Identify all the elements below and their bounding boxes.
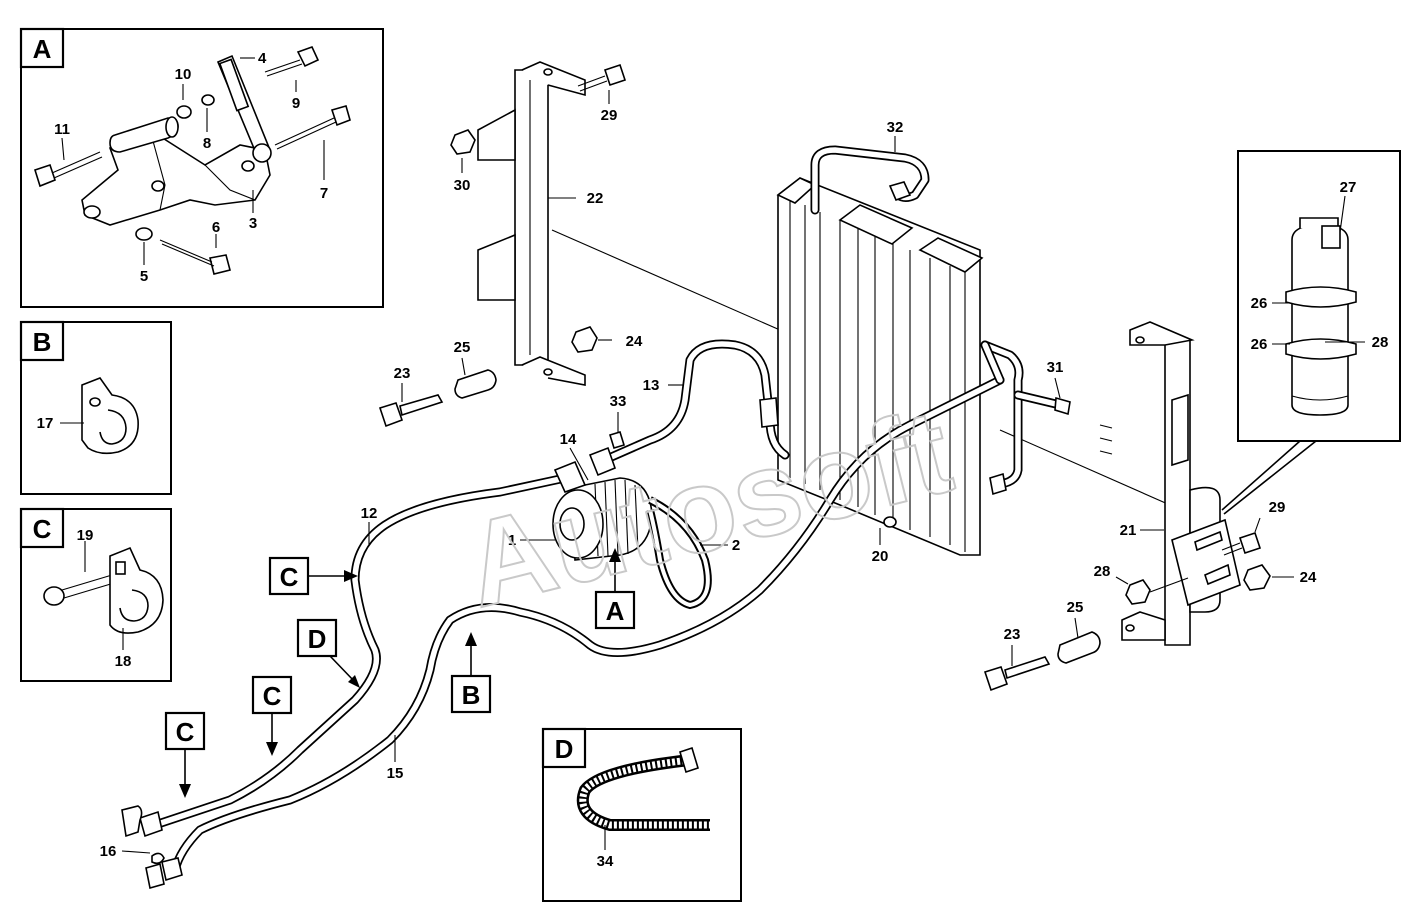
hose-12 xyxy=(121,473,570,838)
part-number-22: 22 xyxy=(587,190,604,207)
compressor-1 xyxy=(552,431,653,561)
part-number-15: 15 xyxy=(387,765,404,782)
protective-sleeve-34 xyxy=(576,746,710,831)
part-number-7: 7 xyxy=(320,185,328,202)
washer-5 xyxy=(135,227,153,241)
hose-15 xyxy=(145,340,1005,890)
part-number-3: 3 xyxy=(249,215,257,232)
part-number-1: 1 xyxy=(508,532,516,549)
callout-a-letter: A xyxy=(606,596,625,626)
part-number-23-left: 23 xyxy=(394,365,411,382)
part-number-28b: 28 xyxy=(1372,334,1389,351)
inset-c: C 19 18 xyxy=(19,507,172,682)
part-number-25-right: 25 xyxy=(1067,599,1084,616)
bolt-23-right xyxy=(983,656,1051,692)
part-number-11: 11 xyxy=(54,121,70,138)
part-number-33: 33 xyxy=(610,393,627,410)
part-number-23-right: 23 xyxy=(1004,626,1021,643)
part-number-14: 14 xyxy=(560,431,577,448)
condenser-bracket-22 xyxy=(477,61,586,386)
part-number-27: 27 xyxy=(1340,179,1357,196)
part-number-34: 34 xyxy=(597,853,614,870)
callout-b: B xyxy=(450,632,492,714)
callout-d-letter: D xyxy=(308,624,327,654)
bolt-23-left xyxy=(378,394,444,428)
inset-c-label-box xyxy=(19,507,65,549)
part-number-6: 6 xyxy=(212,219,220,236)
bolt-29-right xyxy=(1221,531,1262,556)
inset-a-label-box xyxy=(19,27,65,69)
spacer-25-left xyxy=(454,369,497,399)
nut-28 xyxy=(1125,579,1151,605)
part-number-12: 12 xyxy=(361,505,378,522)
part-number-5: 5 xyxy=(140,268,148,285)
nut-8 xyxy=(201,94,215,106)
nut-24-right xyxy=(1243,564,1271,591)
inset-c-letter: C xyxy=(33,514,52,544)
callout-c-3-letter: C xyxy=(176,717,195,747)
part-number-9: 9 xyxy=(292,95,300,112)
callout-c-2: C xyxy=(251,675,293,756)
part-number-32: 32 xyxy=(887,119,904,136)
part-number-29-top: 29 xyxy=(601,107,618,124)
bolt-19 xyxy=(43,574,115,606)
pipe-31 xyxy=(980,340,1113,496)
nut-10 xyxy=(176,105,192,119)
part-number-26b: 26 xyxy=(1251,336,1268,353)
inset-b-letter: B xyxy=(33,327,52,357)
part-number-10: 10 xyxy=(175,66,192,83)
part-number-30: 30 xyxy=(454,177,471,194)
callout-a: A xyxy=(594,548,636,630)
callout-d: D xyxy=(296,618,360,688)
part-number-4: 4 xyxy=(258,50,267,67)
callout-b-letter: B xyxy=(462,680,481,710)
bolt-29-top xyxy=(577,63,627,92)
inset-a: A xyxy=(19,27,384,308)
part-number-21: 21 xyxy=(1120,522,1137,539)
part-number-2: 2 xyxy=(732,537,740,554)
callout-c-1: C xyxy=(268,556,358,596)
hose-13 xyxy=(595,339,790,467)
part-number-25-left: 25 xyxy=(454,339,471,356)
hose-32 xyxy=(810,145,930,215)
part-number-18: 18 xyxy=(115,653,132,670)
part-number-29-right: 29 xyxy=(1269,499,1286,516)
part-number-13: 13 xyxy=(643,377,660,394)
inset-b: B 17 xyxy=(19,320,172,495)
inset-receiver-dryer: 27 26 26 28 xyxy=(1221,150,1401,515)
inset-d: D 34 xyxy=(541,727,742,902)
bolt-9 xyxy=(264,46,320,77)
part-number-20: 20 xyxy=(872,548,889,565)
hose-clamp-18 xyxy=(109,546,164,634)
bolt-7 xyxy=(274,105,351,150)
part-number-31: 31 xyxy=(1047,359,1064,376)
receiver-dryer xyxy=(1285,217,1357,416)
hose-clamp-17 xyxy=(81,377,139,455)
bolt-6 xyxy=(159,239,231,275)
callout-c-1-letter: C xyxy=(280,562,299,592)
pressure-switch xyxy=(1321,225,1341,249)
part-number-16: 16 xyxy=(100,843,117,860)
part-number-28-lower: 28 xyxy=(1094,563,1111,580)
drive-belt-2 xyxy=(646,496,712,610)
part-number-19: 19 xyxy=(77,527,94,544)
inset-b-label-box xyxy=(19,320,65,362)
part-number-26a: 26 xyxy=(1251,295,1268,312)
callout-c-3: C xyxy=(164,711,206,798)
inset-d-label-box xyxy=(541,727,587,769)
part-number-17: 17 xyxy=(37,415,54,432)
part-number-24-left: 24 xyxy=(626,333,643,350)
nut-30 xyxy=(450,129,476,155)
callout-c-2-letter: C xyxy=(263,681,282,711)
nut-24-left xyxy=(571,326,598,353)
inset-d-letter: D xyxy=(555,734,574,764)
part-number-8: 8 xyxy=(203,135,211,152)
compressor-bracket xyxy=(81,54,272,226)
bolt-11 xyxy=(34,151,103,188)
dryer-bracket-21 xyxy=(1121,321,1241,646)
part-number-24-right: 24 xyxy=(1300,569,1317,586)
inset-a-letter: A xyxy=(33,34,52,64)
spacer-25-right xyxy=(1057,631,1101,664)
